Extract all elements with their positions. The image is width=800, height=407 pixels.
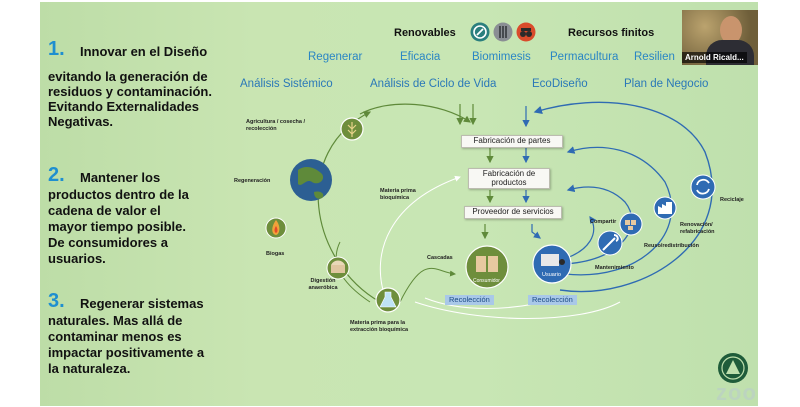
circular-badge-icon xyxy=(718,353,748,383)
label-renovacion: Renovación/ refabricación xyxy=(680,222,715,235)
zoom-watermark: zoo xyxy=(716,380,757,405)
step-3-number: 3. xyxy=(48,290,65,312)
participant-name: Arnold Ricald... xyxy=(682,52,747,63)
step-2-line-3: cadena de valor el xyxy=(48,203,161,218)
digester-icon xyxy=(326,256,350,280)
recycle-icon xyxy=(690,174,716,200)
step-1-line-3: residuos y contaminación. xyxy=(48,84,212,99)
bio-arc-outer xyxy=(317,111,381,303)
step-1-line-5: Negativas. xyxy=(48,114,114,129)
label-reciclaje: Reciclaje xyxy=(720,197,744,203)
renewable-energy-icon xyxy=(470,22,490,42)
step-3-line-3: contaminar menos es xyxy=(48,329,182,344)
step-2-line-4: mayor tiempo posible. xyxy=(48,219,186,234)
label-mantenimiento: Mantenimiento xyxy=(595,265,634,271)
label-recoleccion-1: Recolección xyxy=(445,295,494,305)
label-regeneracion: Regeneración xyxy=(234,178,271,184)
term-eficacia: Eficacia xyxy=(400,51,441,63)
tech-arc-reuso xyxy=(561,184,633,265)
consumer-icon xyxy=(465,245,509,289)
step-1: 1. Innovar en el Diseño evitando la gene… xyxy=(40,38,240,138)
label-usuario: Usuario xyxy=(542,272,561,278)
box-fabricacion-productos: Fabricación de productos xyxy=(468,168,550,189)
label-digestion: Digestión anaeróbica xyxy=(308,278,338,291)
label-materia-bioquimica: Materia prima bioquímica xyxy=(380,188,416,201)
step-2-line-2: productos dentro de la xyxy=(48,187,189,202)
step-3-line-2: naturales. Mas allá de xyxy=(48,313,183,328)
term-permacultura: Permacultura xyxy=(550,51,619,63)
step-3-line-1: Regenerar sistemas xyxy=(80,296,204,311)
participant-video-tile[interactable]: Arnold Ricald... xyxy=(682,10,758,65)
step-1-line-1: Innovar en el Diseño xyxy=(80,44,208,59)
mineral-resource-icon xyxy=(493,22,513,42)
step-1-number: 1. xyxy=(48,38,65,60)
globe-icon xyxy=(290,159,332,201)
box-fabricacion-partes: Fabricación de partes xyxy=(461,135,563,148)
wrench-icon xyxy=(597,230,623,256)
step-1-line-2: evitando la generación de xyxy=(48,69,208,84)
label-recoleccion-2: Recolección xyxy=(528,295,577,305)
label-agricultura: Agricultura / cosecha / recolección xyxy=(246,119,305,132)
label-reuso: Reuso/redistribución xyxy=(644,243,700,249)
circular-economy-diagram xyxy=(265,101,748,383)
box-proveedor-servicios: Proveedor de servicios xyxy=(464,206,562,219)
term-plan-negocio: Plan de Negocio xyxy=(624,78,709,90)
flask-icon xyxy=(375,287,401,313)
arrow-to-user xyxy=(531,224,541,239)
step-3-line-5: la naturaleza. xyxy=(48,361,131,376)
term-ecodiseno: EcoDiseño xyxy=(532,78,588,90)
wheat-icon xyxy=(340,117,364,141)
tech-arc-renovacion xyxy=(564,146,673,276)
step-3-line-4: impactar positivamente a xyxy=(48,345,205,360)
term-resilien: Resilien xyxy=(634,51,675,63)
label-recursos-finitos: Recursos finitos xyxy=(568,27,655,39)
term-analisis-ciclo-vida: Análisis de Ciclo de Vida xyxy=(370,78,497,90)
label-biogas: Biogas xyxy=(266,251,285,257)
collection-arc-2 xyxy=(414,301,621,319)
step-2-line-1: Mantener los xyxy=(80,170,161,185)
label-cascadas: Cascadas xyxy=(427,255,453,261)
step-2-line-5: De consumidores a xyxy=(48,235,168,250)
label-consumidor: Consumidor xyxy=(473,278,500,284)
step-2-line-6: usuarios. xyxy=(48,251,106,266)
term-regenerar: Regenerar xyxy=(308,51,363,63)
label-compartir: Compartir xyxy=(590,219,617,225)
flame-icon xyxy=(265,217,287,239)
term-biomimesis: Biomimesis xyxy=(472,51,531,63)
step-2-number: 2. xyxy=(48,164,65,186)
step-2: 2. Mantener los productos dentro de la c… xyxy=(40,164,240,274)
label-renovables: Renovables xyxy=(394,27,456,39)
share-boxes-icon xyxy=(619,212,643,236)
label-materia-extraccion: Materia prima para la extracción bioquím… xyxy=(350,320,409,333)
bio-arc-top xyxy=(359,103,471,123)
tech-arc-reciclaje xyxy=(533,101,713,293)
step-3: 3. Regenerar sistemas naturales. Mas all… xyxy=(40,290,240,400)
fossil-fuel-icon xyxy=(516,22,536,42)
shared-slide: 1. Innovar en el Diseño evitando la gene… xyxy=(40,2,758,406)
bio-cascade-arc xyxy=(399,268,456,303)
user-icon xyxy=(532,244,572,284)
step-1-line-4: Evitando Externalidades xyxy=(48,99,199,114)
term-analisis-sistemico: Análisis Sistémico xyxy=(240,78,333,90)
participant-head xyxy=(720,16,742,44)
factory-icon xyxy=(653,196,677,220)
bio-arc-mid xyxy=(379,175,461,298)
